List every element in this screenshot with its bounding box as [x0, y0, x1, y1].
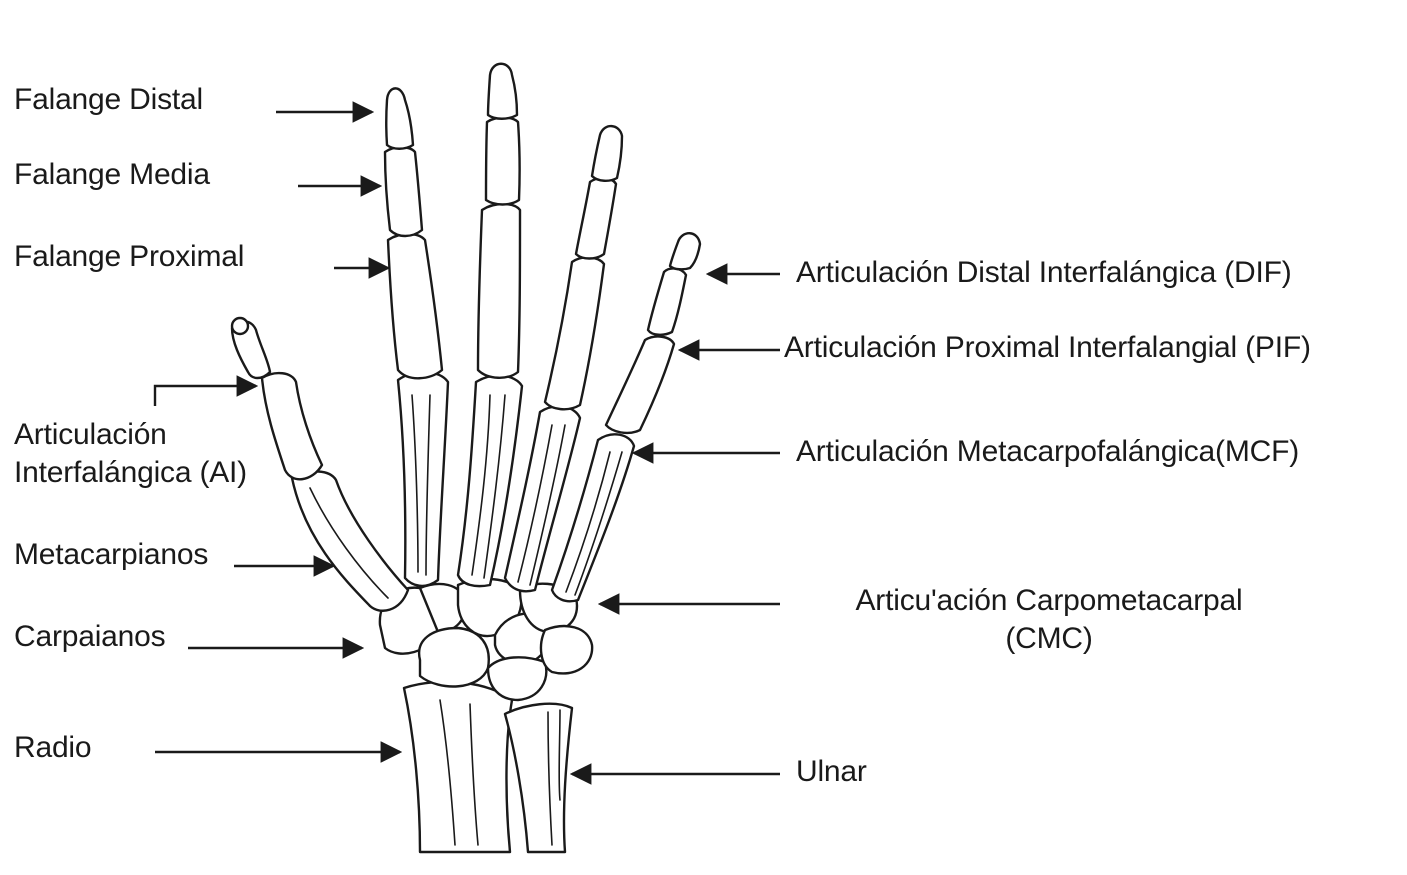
label-falange-media: Falange Media	[14, 158, 210, 191]
label-radio: Radio	[14, 731, 92, 764]
arrow-interfalangica	[153, 375, 259, 406]
label-pif: Articulación Proximal Interfalangial (PI…	[784, 331, 1311, 364]
label-cmc: Articu'ación Carpometacarpal (CMC)	[830, 582, 1268, 658]
label-falange-distal: Falange Distal	[14, 83, 203, 116]
label-metacarpianos: Metacarpianos	[14, 538, 209, 571]
label-articulacion-interfalangica: Articulación Interfalángica (AI)	[14, 416, 247, 492]
label-dif: Articulación Distal Interfalángica (DIF)	[796, 256, 1292, 289]
label-ai-line1: Articulación	[14, 418, 167, 451]
ring-finger-bones	[503, 124, 624, 593]
middle-finger-bones	[456, 62, 524, 588]
label-cmc-line2: (CMC)	[1005, 622, 1093, 655]
leader-lines	[153, 101, 780, 785]
carpal-bones	[378, 577, 594, 702]
index-finger-bones	[383, 87, 450, 588]
label-falange-proximal: Falange Proximal	[14, 240, 245, 273]
label-ai-line2: Interfalángica (AI)	[14, 456, 247, 489]
label-mcf: Articulación Metacarpofalángica(MCF)	[796, 435, 1299, 468]
label-carpaianos: Carpaianos	[14, 620, 166, 653]
thumb-bones	[230, 316, 410, 612]
radius-bone	[402, 680, 514, 854]
label-ulnar: Ulnar	[796, 755, 867, 788]
label-cmc-line1: Articu'ación Carpometacarpal	[855, 584, 1243, 617]
ulna-bone	[503, 702, 574, 854]
